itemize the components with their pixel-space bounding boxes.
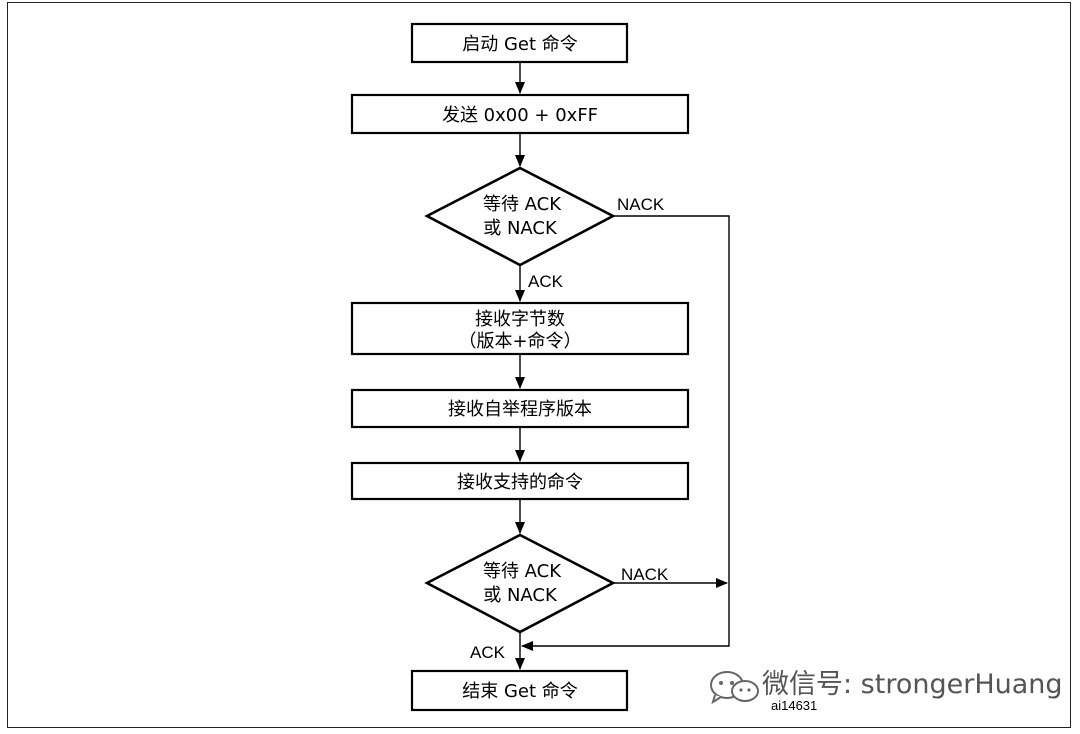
step-recv-count-label-line1: 接收字节数 <box>475 309 565 330</box>
decision-wait2-label-line2: 或 NACK <box>483 585 558 606</box>
diagram-frame <box>7 2 1071 728</box>
decision-wait2-diamond <box>424 533 616 634</box>
step-recv-cmds-label: 接收支持的命令 <box>457 472 583 493</box>
step-end-label: 结束 Get 命令 <box>462 681 578 702</box>
watermark-text: 微信号: strongerHuang <box>762 669 1063 700</box>
figure-id: ai14631 <box>771 698 817 713</box>
step-send-label: 发送 0x00 + 0xFF <box>442 105 598 126</box>
wechat-icon <box>710 671 759 705</box>
decision-wait1-label-line1: 等待 ACK <box>483 194 562 215</box>
step-recv-version-box <box>350 388 690 429</box>
edge-label-nack1: NACK <box>617 195 665 214</box>
step-recv-version-label: 接收自举程序版本 <box>448 399 592 420</box>
step-send-box <box>350 93 690 135</box>
step-recv-cmds-box <box>350 461 690 501</box>
decision-wait1-diamond <box>424 166 616 267</box>
step-recv-count-label-line2: （版本+命令） <box>458 331 581 352</box>
edge-label-nack2: NACK <box>621 565 669 584</box>
edge-label-ack1: ACK <box>528 272 564 291</box>
edge-label-ack2: ACK <box>470 643 506 662</box>
edge-wait1-nack-loop <box>521 215 730 651</box>
decision-wait2-label-line1: 等待 ACK <box>483 561 562 582</box>
step-end-box <box>410 669 629 712</box>
step-recv-count-box <box>350 301 690 356</box>
step-start-label: 启动 Get 命令 <box>462 34 578 55</box>
step-start-box <box>410 22 629 64</box>
decision-wait1-label-line2: 或 NACK <box>483 218 558 239</box>
